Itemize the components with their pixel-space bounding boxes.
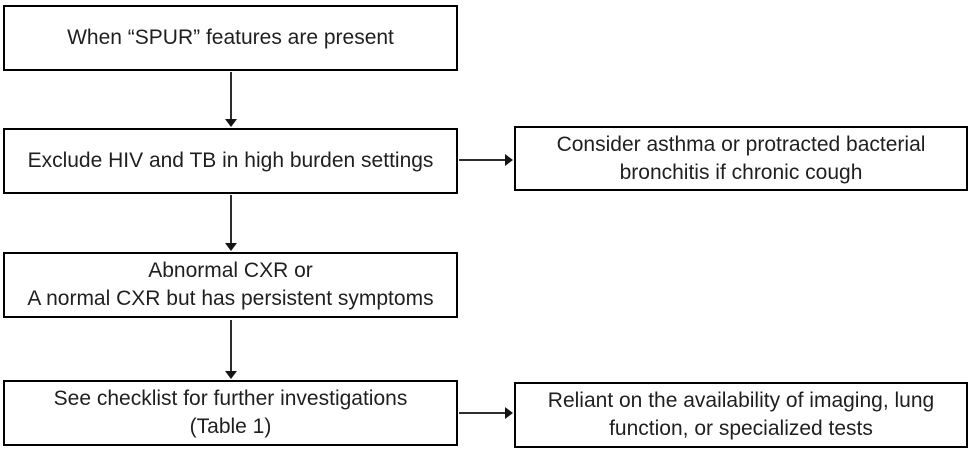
arrow-right-exclude-to-consider-icon <box>459 154 513 166</box>
arrowhead-icon <box>225 119 237 127</box>
node-consider-asthma: Consider asthma or protracted bacterial … <box>514 126 968 191</box>
node-reliant-availability: Reliant on the availability of imaging, … <box>514 382 968 448</box>
arrow-line <box>459 159 505 161</box>
arrow-right-checklist-to-reliant-icon <box>459 407 513 419</box>
arrow-line <box>230 320 232 371</box>
arrow-line <box>459 412 505 414</box>
node-spur-features: When “SPUR” features are present <box>3 5 458 71</box>
node-exclude-hiv-tb: Exclude HIV and TB in high burden settin… <box>3 128 458 194</box>
arrow-line <box>230 72 232 119</box>
arrowhead-icon <box>505 407 513 419</box>
node-abnormal-cxr: Abnormal CXR or A normal CXR but has per… <box>3 252 458 318</box>
arrow-down-spur-to-exclude-icon <box>225 72 237 127</box>
node-see-checklist: See checklist for further investigations… <box>3 380 458 446</box>
arrow-down-cxr-to-checklist-icon <box>225 320 237 379</box>
arrowhead-icon <box>225 243 237 251</box>
arrowhead-icon <box>505 154 513 166</box>
arrowhead-icon <box>225 371 237 379</box>
arrow-line <box>230 195 232 243</box>
arrow-down-exclude-to-cxr-icon <box>225 195 237 251</box>
